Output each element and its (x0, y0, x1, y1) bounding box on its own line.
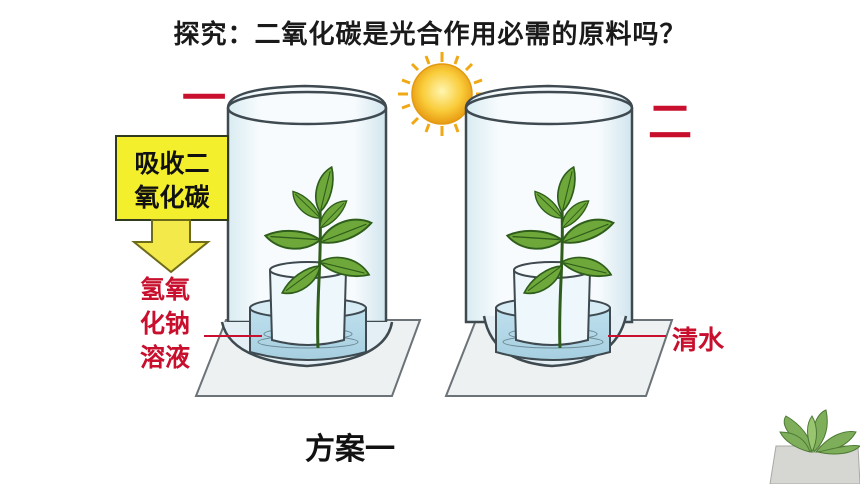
setup-one-number: 一 (182, 73, 226, 124)
page-title: 探究：二氧化碳是光合作用必需的原料吗？ (173, 20, 687, 50)
callout-text-line2: 氧化碳 (134, 183, 210, 212)
figure-caption: 方案一 (305, 432, 395, 467)
absorb-co2-callout (115, 135, 229, 274)
succulent-icon (769, 409, 860, 484)
plant-icon (262, 163, 375, 349)
setup-one-apparatus (194, 84, 422, 397)
water-label: 清水 (672, 326, 725, 356)
down-arrow-icon (131, 219, 211, 274)
setup-two-apparatus (444, 84, 674, 397)
solution-label-line3: 溶液 (140, 343, 191, 372)
plant-icon (504, 163, 617, 349)
callout-text-line1: 吸收二 (134, 149, 210, 178)
solution-label-line2: 化钠 (140, 309, 191, 338)
solution-label-line1: 氢氧 (140, 275, 191, 304)
setup-two-number: 二 (648, 97, 692, 148)
